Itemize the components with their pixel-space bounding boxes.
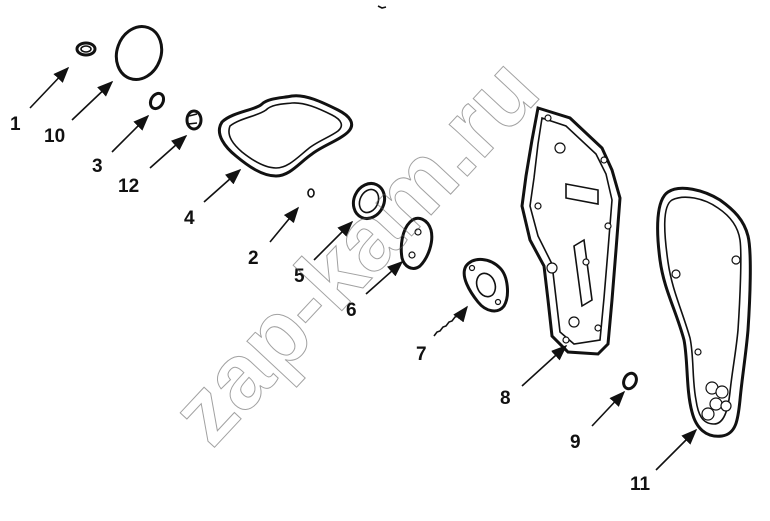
callout-2: 2 — [248, 248, 259, 269]
leader-11 — [655, 428, 698, 471]
part-9-small-ring — [622, 371, 638, 391]
part-3-washer — [148, 91, 166, 111]
part-5-seal-ring — [351, 181, 387, 221]
part-7-flange-gasket — [462, 258, 509, 313]
leader-5 — [313, 220, 354, 261]
callout-11: 11 — [630, 474, 651, 495]
callout-7: 7 — [416, 344, 427, 365]
callout-10: 10 — [44, 126, 65, 147]
part-4-cover-gasket — [217, 94, 354, 178]
leader-3 — [111, 114, 150, 153]
callout-6: 6 — [346, 300, 357, 321]
leader-2 — [269, 206, 300, 243]
leader-6 — [365, 260, 404, 295]
part-1-small-seal — [75, 41, 97, 57]
leader-1 — [29, 66, 70, 109]
callout-9: 9 — [570, 432, 581, 453]
callout-1: 1 — [10, 114, 21, 135]
leader-4 — [203, 168, 242, 203]
leader-7 — [433, 305, 468, 337]
watermark: zap-kam.ru — [152, 39, 558, 464]
leader-12 — [149, 134, 188, 169]
leader-10 — [71, 80, 114, 121]
callout-8: 8 — [500, 388, 511, 409]
part-2-small-o-ring — [307, 188, 315, 198]
top-mark — [377, 5, 387, 9]
leader-9 — [591, 390, 626, 427]
part-6-gasket — [399, 216, 434, 270]
leader-8 — [521, 344, 568, 387]
part-11-cooler-gasket — [656, 186, 752, 438]
part-10-o-ring — [114, 25, 164, 81]
callout-4: 4 — [184, 208, 195, 229]
callout-3: 3 — [92, 156, 103, 177]
part-12-plug — [185, 109, 203, 131]
part-8-cooler-plate — [520, 106, 622, 356]
callout-12: 12 — [118, 176, 139, 197]
callout-5: 5 — [294, 266, 305, 287]
